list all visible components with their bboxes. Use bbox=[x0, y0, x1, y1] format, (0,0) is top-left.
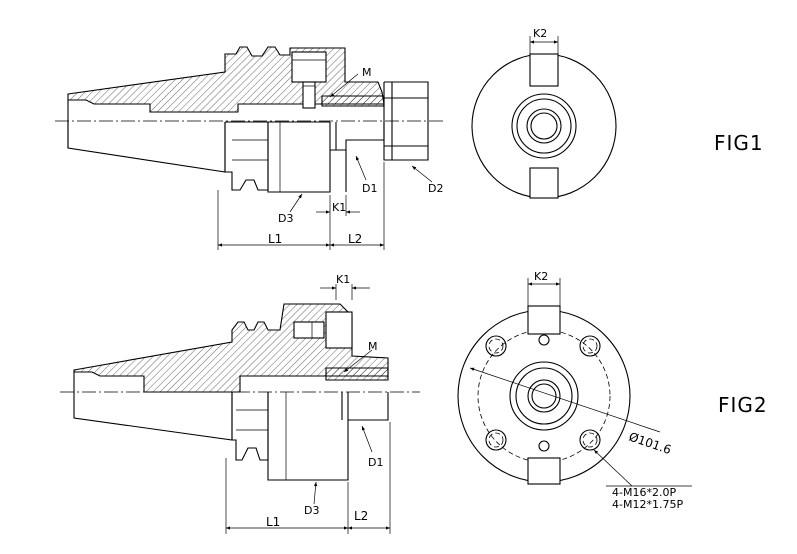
fig2-thread-m16: 4-M16*2.0P bbox=[612, 486, 676, 499]
fig1-collar-section bbox=[321, 95, 385, 107]
fig1-d1-leader bbox=[355, 155, 367, 181]
fig1-title: FIG1 bbox=[714, 131, 764, 155]
fig1-drive-key bbox=[291, 51, 327, 83]
fig2-label-m: M bbox=[368, 340, 378, 353]
fig1-side-section: M D1 D2 D3 K1 L1 L2 bbox=[55, 46, 445, 250]
fig1-m-leader bbox=[329, 73, 359, 98]
fig2-m-leader bbox=[343, 349, 373, 373]
fig2-label-d3: D3 bbox=[304, 504, 319, 517]
fig1-key-slot-top bbox=[529, 53, 559, 87]
fig2-d3-leader bbox=[313, 481, 318, 505]
fig2-hub-outer bbox=[509, 361, 579, 431]
fig2-m12-holes bbox=[538, 334, 550, 452]
fig2-bolt-circle bbox=[477, 329, 611, 463]
fig2-drive-key bbox=[325, 311, 353, 349]
fig2-key-slot-bottom bbox=[527, 457, 561, 485]
fig2-body-cylinder bbox=[267, 392, 349, 481]
fig1-v-flange-lower bbox=[224, 122, 269, 191]
fig2-side-section: M D1 D3 K1 L1 L2 bbox=[60, 273, 420, 534]
fig1-d3-leader bbox=[289, 193, 303, 213]
fig2-label-d1: D1 bbox=[368, 456, 383, 469]
fig1-label-d3: D3 bbox=[278, 212, 293, 225]
fig2-label-k1: K1 bbox=[336, 273, 350, 286]
fig1-d2-leader bbox=[411, 165, 433, 183]
fig2-thread-leader bbox=[593, 449, 633, 487]
fig2-m16-holes bbox=[485, 335, 601, 451]
fig1-key-slot-bottom bbox=[529, 167, 559, 199]
fig2-title: FIG2 bbox=[718, 393, 768, 417]
fig1-label-m: M bbox=[362, 66, 372, 79]
fig2-screw bbox=[293, 321, 325, 339]
fig1-front-view: K2 bbox=[471, 27, 617, 199]
fig2-label-k2: K2 bbox=[534, 270, 548, 283]
fig2-label-l2: L2 bbox=[354, 509, 368, 523]
fig2-flange-circle bbox=[457, 309, 631, 483]
fig2-d1-leader bbox=[361, 425, 373, 453]
fig2-label-l1: L1 bbox=[266, 515, 280, 529]
fig2-diameter-label: Ø101.6 bbox=[627, 430, 673, 458]
fig2-collar-section bbox=[325, 367, 389, 381]
fig2-diameter-line bbox=[469, 367, 661, 433]
fig1-body-cylinder bbox=[267, 122, 331, 193]
fig1-label-l1: L1 bbox=[268, 232, 282, 246]
fig1-label-d2: D2 bbox=[428, 182, 443, 195]
fig2-front-view: Ø101.6 K2 4-M16*2.0P 4-M12*1.75P bbox=[457, 270, 692, 511]
fig1-label-d1: D1 bbox=[362, 182, 377, 195]
fig2-v-flange-lower bbox=[231, 392, 269, 461]
fig2-key-slot-top bbox=[527, 305, 561, 335]
fig1-pilot-step bbox=[330, 122, 385, 192]
fig1-hub-outer bbox=[511, 93, 577, 159]
fig1-label-k2: K2 bbox=[533, 27, 547, 40]
fig1-bore bbox=[526, 108, 562, 144]
fig1-label-k1: K1 bbox=[332, 201, 346, 214]
fig2-pilot-step bbox=[341, 392, 389, 421]
fig2-thread-m12: 4-M12*1.75P bbox=[612, 498, 683, 511]
fig2-bore bbox=[527, 379, 561, 413]
fig1-label-l2: L2 bbox=[348, 232, 362, 246]
fig1-screw bbox=[302, 81, 316, 109]
